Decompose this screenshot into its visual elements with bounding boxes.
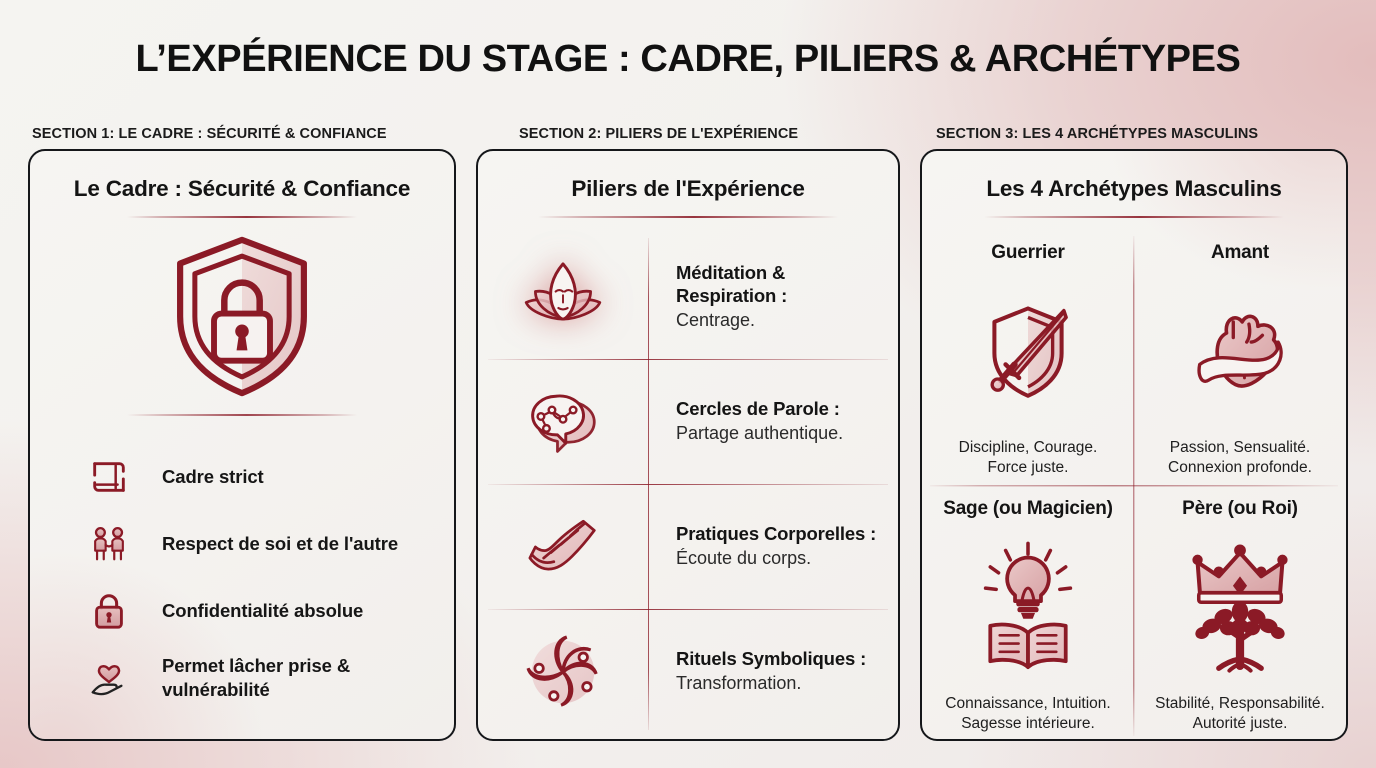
- section-label-1: SECTION 1: LE CADRE : SÉCURITÉ & CONFIAN…: [32, 126, 387, 142]
- list-item[interactable]: Permet lâcher prise & vulnérabilité: [86, 644, 434, 711]
- pillar-title: Pratiques Corporelles :: [676, 523, 877, 545]
- archetype-cell-guerrier[interactable]: Guerrier Discipline, C: [922, 230, 1134, 486]
- heart-anatomy-icon: [1142, 264, 1338, 438]
- hands-touch-icon: [478, 501, 648, 593]
- card-title-archetypes: Les 4 Archétypes Masculins: [986, 176, 1282, 201]
- title-divider: [538, 216, 838, 218]
- archetype-name: Amant: [1210, 242, 1270, 263]
- heart-hand-icon: [86, 655, 132, 701]
- pillar-subtitle: Centrage.: [676, 309, 756, 330]
- archetype-description: Connaissance, Intuition.Sagesse intérieu…: [945, 694, 1111, 732]
- section-divider: [127, 414, 357, 416]
- cadre-list: Cadre strict Respect de soi et de: [30, 443, 454, 711]
- title-divider: [984, 216, 1284, 218]
- pillar-text: Méditation & Respiration : Centrage.: [648, 261, 898, 333]
- section-label-2: SECTION 2: PILIERS DE L'EXPÉRIENCE: [519, 126, 799, 142]
- archetype-name: Guerrier: [991, 242, 1065, 263]
- archetype-description: Stabilité, Responsabilité.Autorité juste…: [1155, 694, 1325, 732]
- pillar-subtitle: Transformation.: [676, 673, 802, 694]
- pillar-subtitle: Écoute du corps.: [676, 548, 812, 569]
- card-piliers: Piliers de l'Expérience: [476, 149, 900, 741]
- speech-nodes-icon: [478, 376, 648, 468]
- card-title-piliers: Piliers de l'Expérience: [571, 176, 805, 201]
- grid-vertical-divider: [648, 238, 650, 730]
- archetype-name: Père (ou Roi): [1182, 498, 1298, 519]
- pillar-subtitle: Partage authentique.: [676, 423, 844, 444]
- list-item-label: Confidentialité absolue: [162, 599, 364, 621]
- page-title: L’EXPÉRIENCE DU STAGE : CADRE, PILIERS &…: [135, 38, 1241, 80]
- bulb-book-icon: [930, 520, 1126, 694]
- frame-icon: [86, 454, 132, 500]
- archetype-description: Passion, Sensualité.Connexion profonde.: [1168, 438, 1312, 476]
- sword-shield-icon: [930, 264, 1126, 438]
- archetype-cell-pere[interactable]: Père (ou Roi): [1134, 486, 1346, 739]
- list-item[interactable]: Cadre strict: [86, 443, 434, 510]
- card-le-cadre: Le Cadre : Sécurité & Confiance: [28, 149, 456, 741]
- card-archetypes: Les 4 Archétypes Masculins Guerrier: [920, 149, 1348, 741]
- pillar-row[interactable]: Rituels Symboliques : Transformation.: [478, 609, 898, 734]
- spiral-nodes-icon: [478, 626, 648, 718]
- piliers-grid: Méditation & Respiration : Centrage.: [478, 234, 898, 734]
- grid-horizontal-divider: [930, 485, 1338, 487]
- pillar-row[interactable]: Pratiques Corporelles : Écoute du corps.: [478, 484, 898, 609]
- card-title-cadre: Le Cadre : Sécurité & Confiance: [73, 176, 411, 201]
- pillar-title: Rituels Symboliques :: [676, 648, 867, 670]
- list-item-label: Respect de soi et de l'autre: [162, 532, 399, 554]
- archetype-cell-amant[interactable]: Amant Passion, Sensualité.Connexion prof…: [1134, 230, 1346, 486]
- lotus-face-icon: [478, 251, 648, 343]
- padlock-icon: [86, 588, 132, 634]
- pillar-title: Méditation & Respiration :: [676, 261, 788, 307]
- list-item-label: Cadre strict: [162, 465, 264, 487]
- archetype-description: Discipline, Courage.Force juste.: [958, 438, 1098, 476]
- archetypes-grid: Guerrier Discipline, C: [922, 230, 1346, 739]
- list-item[interactable]: Respect de soi et de l'autre: [86, 510, 434, 577]
- handshake-icon: [86, 521, 132, 567]
- list-item-label: Permet lâcher prise & vulnérabilité: [162, 655, 351, 700]
- pillar-text: Rituels Symboliques : Transformation.: [648, 647, 898, 695]
- archetype-name: Sage (ou Magicien): [943, 498, 1113, 519]
- archetype-cell-sage[interactable]: Sage (ou Magicien): [922, 486, 1134, 739]
- pillar-row[interactable]: Méditation & Respiration : Centrage.: [478, 234, 898, 359]
- shield-lock-icon: [30, 218, 454, 414]
- list-item[interactable]: Confidentialité absolue: [86, 577, 434, 644]
- pillar-text: Pratiques Corporelles : Écoute du corps.: [648, 522, 898, 570]
- crown-tree-icon: [1142, 520, 1338, 694]
- pillar-title: Cercles de Parole :: [676, 398, 840, 420]
- pillar-text: Cercles de Parole : Partage authentique.: [648, 397, 898, 445]
- section-label-3: SECTION 3: LES 4 ARCHÉTYPES MASCULINS: [936, 126, 1259, 142]
- pillar-row[interactable]: Cercles de Parole : Partage authentique.: [478, 359, 898, 484]
- title-divider: [127, 216, 357, 218]
